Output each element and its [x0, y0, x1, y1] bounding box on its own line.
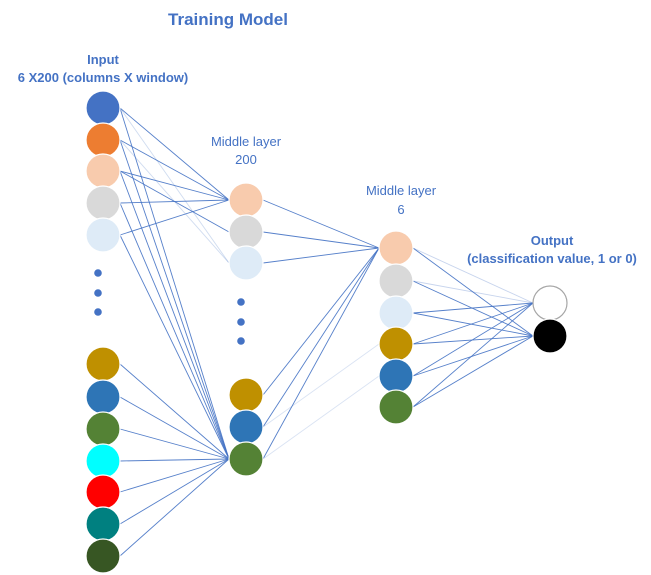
edge-input-to-middle1 — [119, 363, 230, 460]
edge-middle1-to-middle2 — [262, 247, 380, 396]
edge-middle2-to-output — [412, 302, 534, 345]
middle-layer-1-node — [228, 409, 264, 445]
middle-layer-2-node — [378, 263, 414, 299]
edge-middle2-to-output — [412, 247, 534, 304]
edge-input-to-middle1 — [119, 202, 230, 460]
middle-layer-2-node — [378, 389, 414, 425]
edge-middle2-to-output — [412, 247, 534, 337]
edge-input-to-middle1 — [119, 170, 230, 201]
edge-input-to-middle1 — [119, 234, 230, 460]
input-layer-sublabel: 6 X200 (columns X window) — [18, 70, 188, 85]
edge-middle2-to-output — [412, 280, 534, 304]
input-node — [85, 474, 121, 510]
middle-layer-1-node — [228, 182, 264, 218]
edge-input-to-middle1-faint — [119, 107, 230, 264]
input-node — [85, 122, 121, 158]
edge-middle2-to-output — [412, 335, 534, 377]
edge-middle1-to-middle2 — [262, 247, 380, 460]
diagram-title: Training Model — [168, 10, 288, 29]
input-node — [85, 153, 121, 189]
middle-layer-2-node — [378, 295, 414, 331]
edge-middle2-to-output — [412, 302, 534, 408]
input-node — [85, 443, 121, 479]
output-node — [532, 318, 568, 354]
edge-input-to-middle1 — [119, 458, 230, 525]
edge-middle1-to-middle2 — [262, 247, 380, 264]
edge-middle2-to-output — [412, 335, 534, 408]
input-node — [85, 411, 121, 447]
edge-input-to-middle1 — [119, 199, 230, 236]
edge-middle1-to-middle2-faint — [262, 375, 380, 460]
ellipsis-dot — [237, 298, 245, 306]
ellipsis-dots — [94, 269, 245, 345]
edge-input-to-middle1 — [119, 458, 230, 462]
input-layer-label: Input — [87, 52, 119, 67]
edge-middle2-to-output — [412, 302, 534, 314]
input-node — [85, 346, 121, 382]
edge-input-to-middle1 — [119, 139, 230, 201]
middle-layer-2-node — [378, 230, 414, 266]
output-node — [532, 285, 568, 321]
connection-edges — [119, 107, 534, 557]
input-node — [85, 506, 121, 542]
ellipsis-dot — [94, 289, 102, 297]
edge-input-to-middle1 — [119, 107, 230, 460]
middle-layer-1-label: Middle layer — [211, 134, 282, 149]
middle-layer-2-node — [378, 358, 414, 394]
ellipsis-dot — [237, 318, 245, 326]
middle-layer-1-node — [228, 377, 264, 413]
edge-middle1-to-middle2 — [262, 231, 380, 249]
edge-input-to-middle1 — [119, 458, 230, 557]
middle-layer-2-node — [378, 326, 414, 362]
edge-input-to-middle1 — [119, 170, 230, 460]
middle-layer-1-count: 200 — [235, 152, 257, 167]
edge-input-to-middle1 — [119, 428, 230, 460]
edge-middle2-to-output — [412, 302, 534, 377]
input-node — [85, 217, 121, 253]
edge-input-to-middle1 — [119, 458, 230, 493]
input-node — [85, 538, 121, 574]
layer-nodes — [85, 90, 568, 574]
edge-input-to-middle1 — [119, 199, 230, 204]
ellipsis-dot — [94, 308, 102, 316]
middle-layer-1-node — [228, 214, 264, 250]
ellipsis-dot — [94, 269, 102, 277]
edge-middle2-to-output — [412, 312, 534, 337]
middle-layer-2-count: 6 — [397, 202, 404, 217]
middle-layer-2-label: Middle layer — [366, 183, 437, 198]
edge-middle1-to-middle2 — [262, 199, 380, 249]
ellipsis-dot — [237, 337, 245, 345]
input-node — [85, 185, 121, 221]
edge-middle1-to-middle2-faint — [262, 343, 380, 428]
middle-layer-1-node — [228, 245, 264, 281]
input-node — [85, 379, 121, 415]
edge-middle2-to-output — [412, 280, 534, 337]
edge-input-to-middle1 — [119, 107, 230, 201]
edge-input-to-middle1-faint — [119, 139, 230, 264]
edge-input-to-middle1 — [119, 396, 230, 460]
input-node — [85, 90, 121, 126]
output-layer-label: Output — [531, 233, 574, 248]
edge-middle1-to-middle2 — [262, 247, 380, 428]
middle-layer-1-node — [228, 441, 264, 477]
output-layer-sublabel: (classification value, 1 or 0) — [467, 251, 637, 266]
edge-input-to-middle1 — [119, 139, 230, 460]
